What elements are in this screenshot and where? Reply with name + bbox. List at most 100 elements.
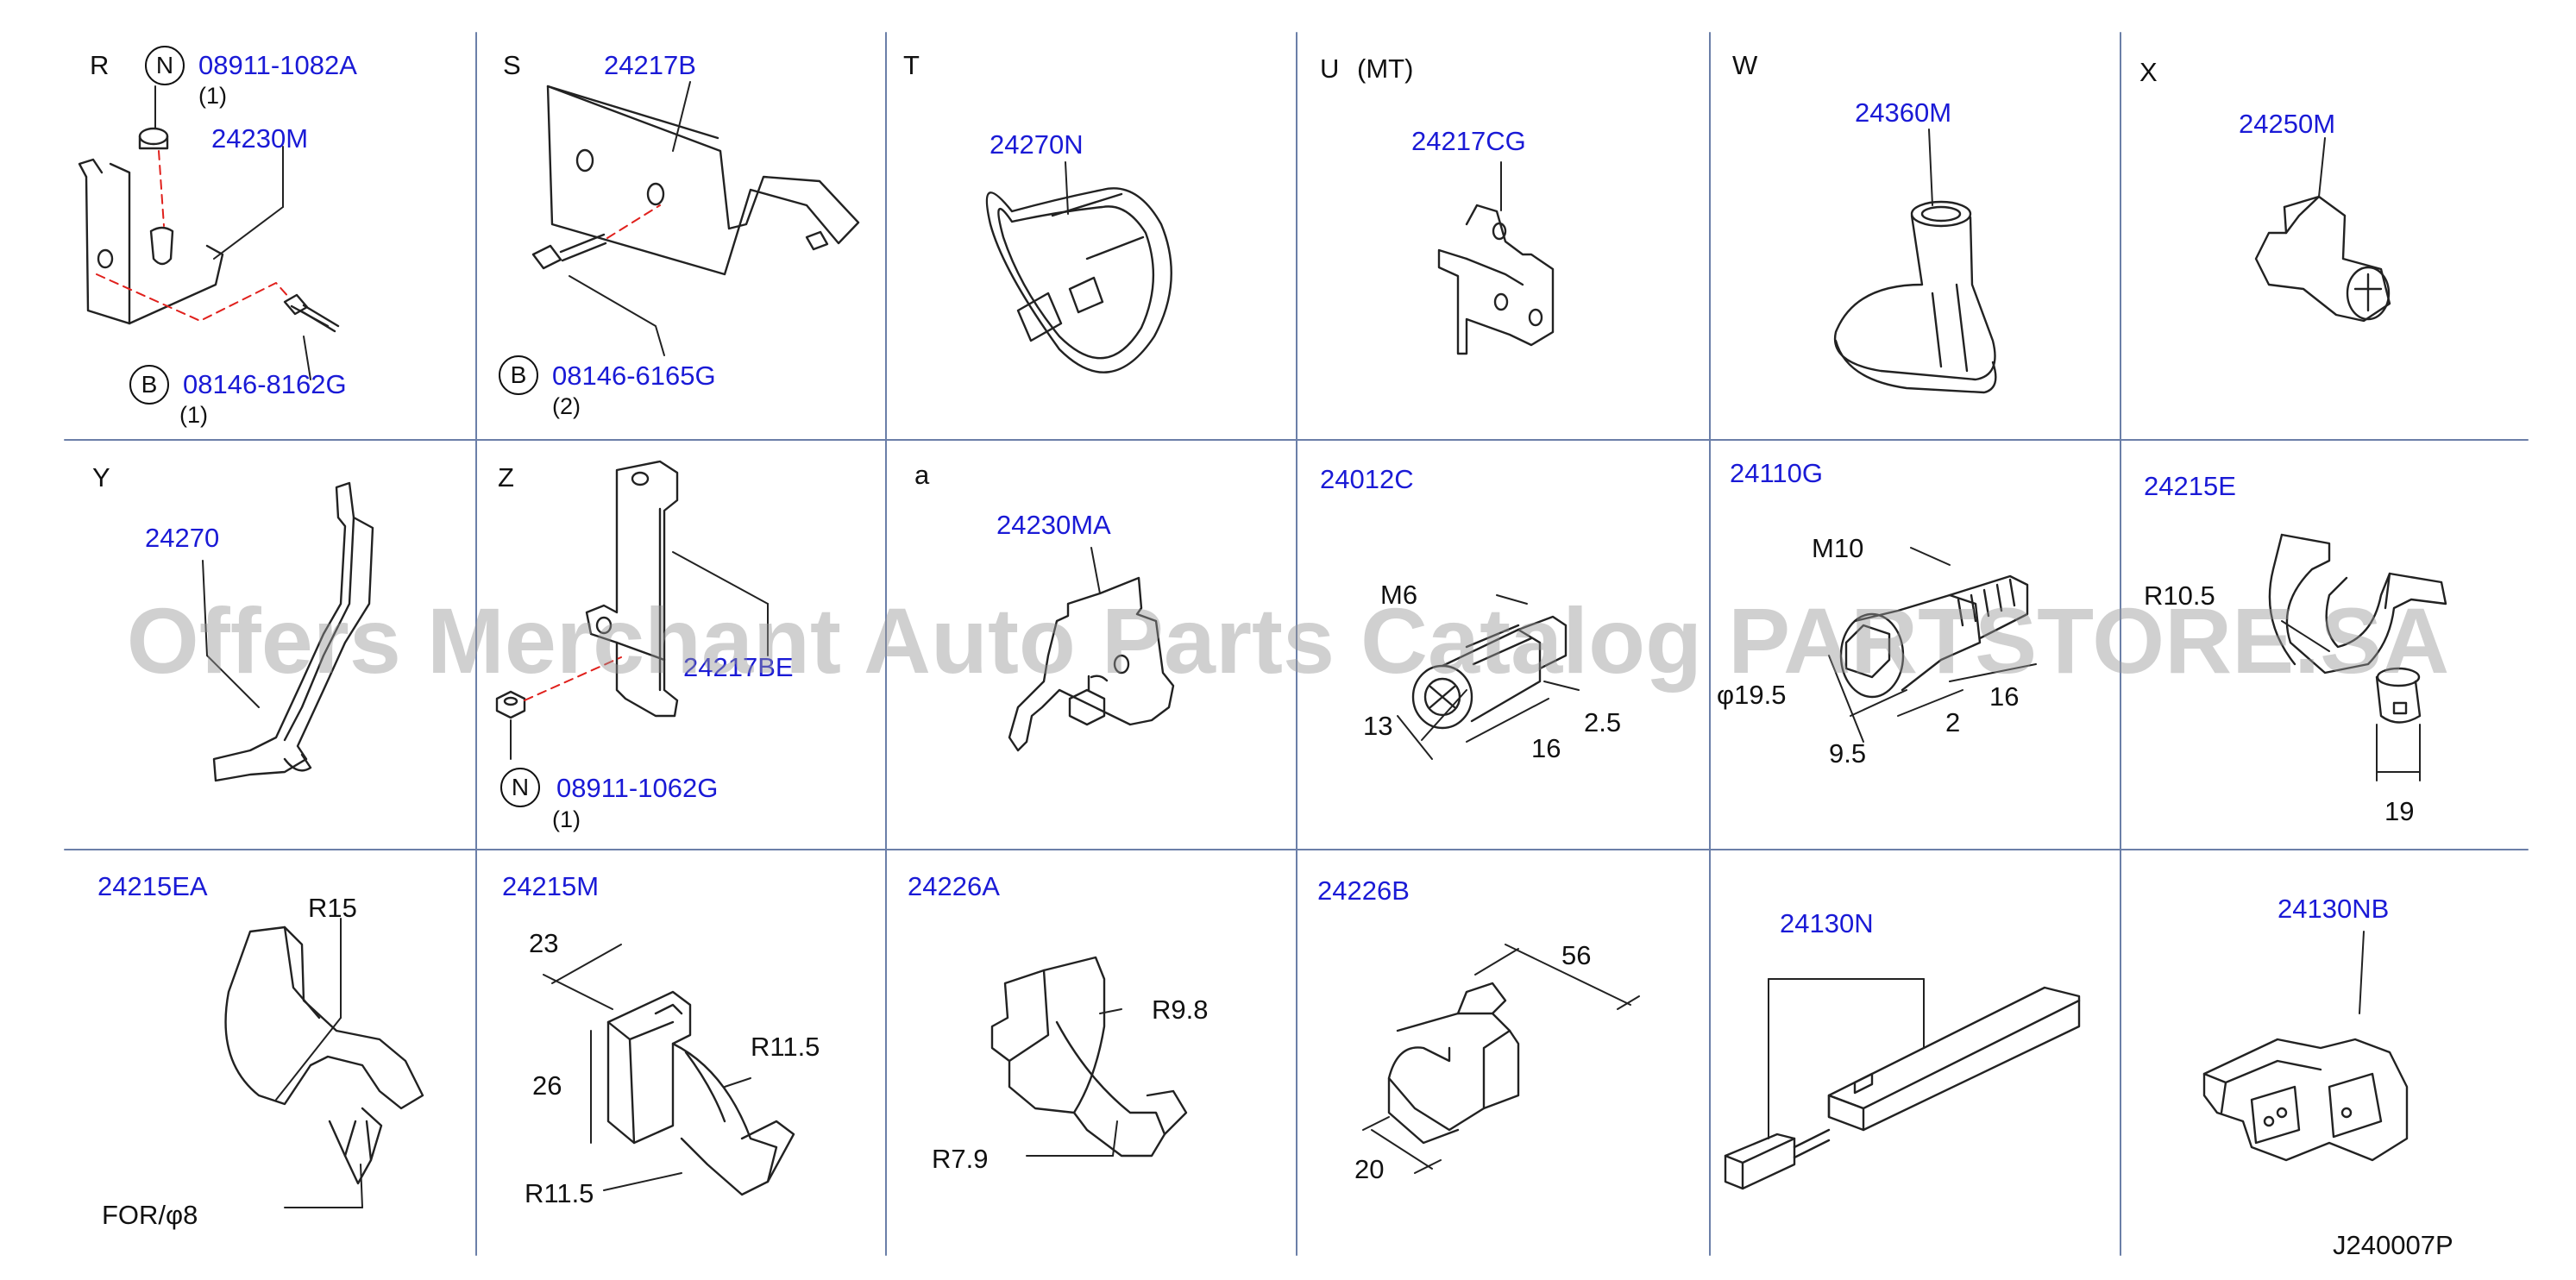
- cell-letter: T: [903, 50, 920, 80]
- leader-lines-R: [154, 85, 311, 380]
- note-label: FOR/φ8: [102, 1200, 198, 1230]
- part-number[interactable]: 24130NB: [2278, 894, 2390, 924]
- dimension-label: 16: [1531, 733, 1561, 763]
- cell-letter: X: [2139, 57, 2158, 87]
- part-24217BE-bracket-drawing: [495, 460, 679, 719]
- leader-line-W: [1928, 129, 1933, 206]
- part-number[interactable]: 24215M: [502, 871, 600, 901]
- figure-code: J240007P: [2333, 1230, 2453, 1260]
- dimension-lines-24215EA: [275, 918, 363, 1208]
- part-24270N-grommet-drawing: [985, 187, 1172, 373]
- dashed-assembly-line-Z: [524, 656, 622, 701]
- part-24130N-connector-drawing: [1724, 986, 2081, 1190]
- part-24250M-clip-drawing: [2254, 195, 2391, 323]
- cell-suffix: (MT): [1357, 53, 1414, 84]
- part-24230M-bracket-drawing: [78, 127, 340, 333]
- dimension-label: 2: [1945, 707, 1961, 737]
- dimension-label: φ19.5: [1717, 680, 1787, 710]
- thread-label: M6: [1380, 580, 1418, 610]
- cell-letter: a: [914, 460, 930, 490]
- part-number[interactable]: 24217B: [604, 50, 696, 80]
- part-number[interactable]: 24270: [145, 523, 220, 553]
- part-24110G-bolt-drawing: [1839, 574, 2029, 699]
- dimension-label: 56: [1561, 940, 1592, 970]
- part-number[interactable]: 24226B: [1317, 875, 1410, 906]
- part-number[interactable]: 24250M: [2239, 109, 2336, 139]
- dimension-label: 26: [532, 1070, 562, 1101]
- part-number[interactable]: 24217BE: [683, 652, 794, 682]
- dimension-label: 2.5: [1584, 707, 1622, 737]
- part-number[interactable]: 24217CG: [1411, 126, 1526, 156]
- dimension-label: 9.5: [1829, 738, 1867, 769]
- part-24215M-clip-drawing: [606, 990, 795, 1196]
- dimension-label: 19: [2384, 796, 2415, 826]
- cell-letter: R: [90, 50, 110, 80]
- note-n-circle: N: [500, 768, 540, 807]
- dimension-label: 20: [1354, 1154, 1385, 1184]
- leader-lines-S: [569, 81, 691, 356]
- radius-label: R10.5: [2144, 580, 2215, 611]
- cell-letter: S: [503, 50, 521, 80]
- thread-label: M10: [1812, 533, 1864, 563]
- note-b-circle: B: [129, 365, 169, 405]
- part-number[interactable]: 08911-1082A: [198, 50, 357, 80]
- part-number[interactable]: 08146-8162G: [183, 369, 347, 399]
- part-number[interactable]: 24130N: [1780, 908, 1874, 938]
- cell-letter: Y: [92, 462, 110, 493]
- part-24360M-boot-drawing: [1833, 200, 1997, 394]
- note-n-circle: N: [145, 46, 185, 85]
- leader-line-a: [1090, 547, 1101, 594]
- dimension-lines-24012C: [1397, 594, 1580, 760]
- radius-label: R7.9: [932, 1144, 989, 1174]
- note-b-circle: B: [499, 355, 538, 395]
- part-24226B-clip-drawing: [1387, 982, 1520, 1145]
- quantity: (1): [552, 806, 581, 832]
- part-number[interactable]: 08911-1062G: [556, 773, 719, 803]
- quantity: (1): [179, 402, 208, 428]
- part-number[interactable]: 24360M: [1855, 97, 1952, 128]
- cell-letter: U: [1320, 53, 1340, 84]
- leader-lines-Z: [510, 551, 769, 760]
- part-24230MA-bracket-drawing: [1008, 576, 1175, 752]
- part-24012C-stud-drawing: [1411, 615, 1568, 730]
- part-number[interactable]: 24215E: [2144, 471, 2236, 501]
- cell-letter: Z: [498, 462, 514, 493]
- part-number[interactable]: 24012C: [1320, 464, 1414, 494]
- grid-lines: [64, 32, 2529, 1256]
- radius-label: R9.8: [1152, 995, 1209, 1025]
- leader-line-X: [2318, 137, 2326, 198]
- part-24217B-bracket-drawing: [531, 85, 860, 276]
- leader-line-T: [1065, 161, 1069, 215]
- part-24217CG-bracket-drawing: [1437, 204, 1555, 355]
- quantity: (1): [198, 83, 227, 109]
- radius-label: R11.5: [751, 1032, 820, 1062]
- part-number[interactable]: 24230MA: [996, 510, 1111, 540]
- dimension-label: 13: [1363, 711, 1393, 741]
- dimension-lines-24215M: [543, 944, 751, 1191]
- part-number[interactable]: 24270N: [990, 129, 1084, 160]
- part-24226A-clip-drawing: [990, 956, 1188, 1158]
- dimension-lines-24226A: [1026, 1008, 1122, 1157]
- quantity: (2): [552, 393, 581, 419]
- leader-line-24130NB: [2359, 931, 2365, 1014]
- dimension-label: 16: [1989, 681, 2020, 712]
- part-number[interactable]: 08146-6165G: [552, 361, 716, 391]
- dimension-label: 23: [529, 928, 559, 958]
- part-24130NB-connector-drawing: [2202, 1038, 2409, 1162]
- part-number[interactable]: 24110G: [1730, 458, 1824, 488]
- radius-label: R11.5: [525, 1178, 594, 1208]
- part-number[interactable]: 24226A: [908, 871, 1000, 901]
- part-number[interactable]: 24215EA: [97, 871, 208, 901]
- dashed-assembly-lines-R: [96, 150, 291, 322]
- part-24215E-clip-drawing: [2268, 533, 2447, 724]
- dashed-assembly-line-S: [606, 204, 661, 239]
- part-number[interactable]: 24230M: [211, 123, 309, 154]
- leader-line-Y: [202, 560, 260, 708]
- radius-label: R15: [308, 893, 357, 923]
- dimension-lines-24110G: [1828, 547, 2037, 743]
- dimension-lines-24215E: [2281, 620, 2421, 781]
- cell-letter: W: [1732, 50, 1758, 80]
- part-24215EA-clip-drawing: [224, 925, 424, 1185]
- leader-lines-24130N: [1768, 978, 1925, 1139]
